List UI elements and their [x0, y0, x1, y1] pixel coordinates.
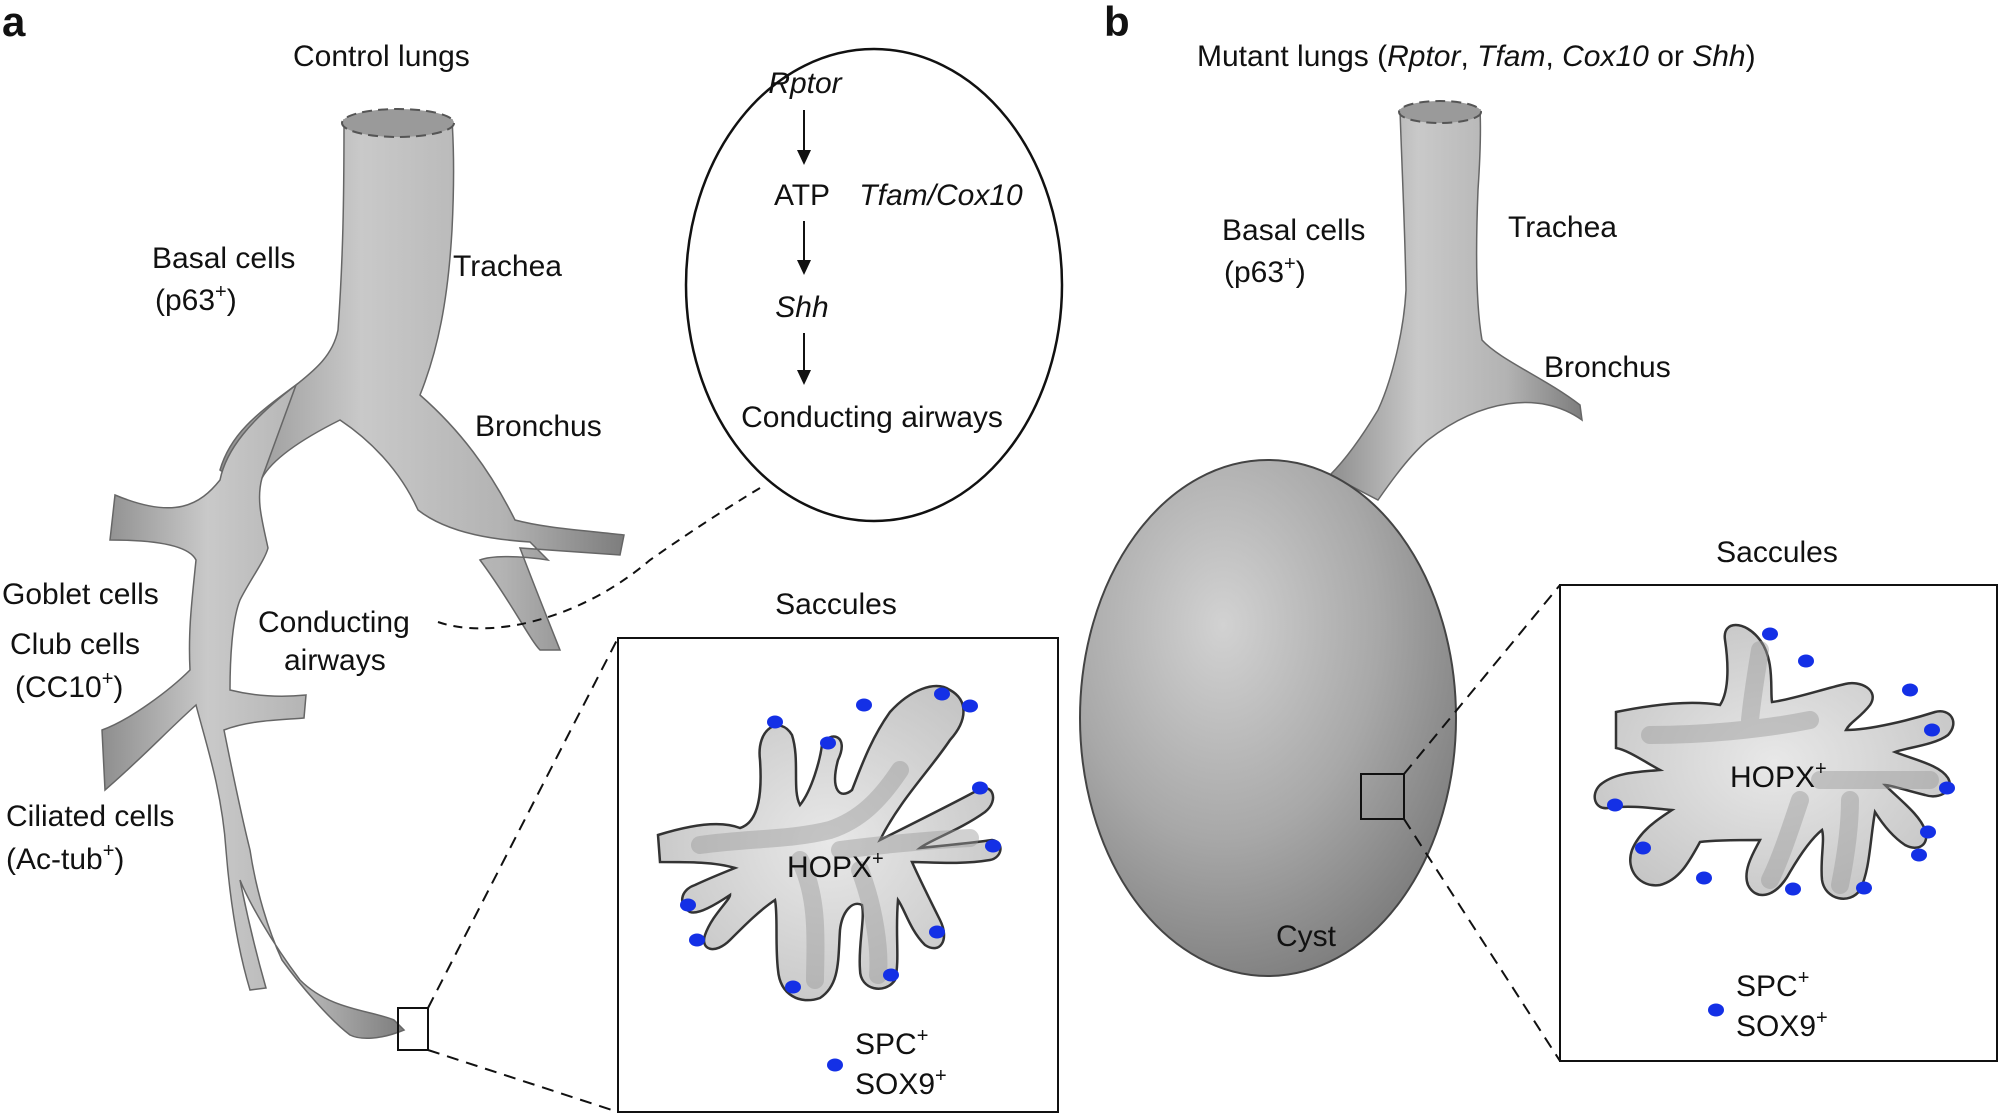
zoom-line-top-b	[1403, 584, 1561, 775]
zoom-line-bottom-a	[427, 1049, 619, 1113]
spc-sox9-cell	[1924, 723, 1940, 737]
bronchus-label: Bronchus	[475, 410, 602, 443]
saccule-shading-b	[1641, 641, 1939, 894]
arrow-1-head	[797, 150, 811, 165]
shh-label: Shh	[775, 291, 828, 324]
panel-a: a Control lungs Basal cells (p63+) Trach…	[2, 0, 1064, 1113]
spc-sox9-cell	[1696, 871, 1712, 885]
arrow-2-head	[797, 260, 811, 275]
saccules-label-a: Saccules	[775, 588, 897, 621]
spc-label-a: SPC+	[855, 1025, 928, 1061]
spc-sox9-cell	[785, 980, 801, 994]
mutant-trachea-label: Trachea	[1508, 211, 1617, 244]
spc-sox9-cell	[1939, 781, 1955, 795]
spc-sox9-cell	[929, 925, 945, 939]
spc-sox9-cell	[962, 699, 978, 713]
lower-airways	[101, 382, 406, 1040]
trachea-opening	[341, 108, 455, 138]
spc-sox9-dots-a	[680, 687, 1001, 994]
pathway-oval: Rptor ATP Tfam/Cox10 Shh Conducting airw…	[684, 47, 1064, 523]
pathway-ellipse	[684, 47, 1064, 523]
spc-label-b: SPC+	[1736, 967, 1809, 1003]
trachea-bronchus	[219, 119, 625, 651]
legend-dot-b	[1708, 1003, 1724, 1017]
club-cells-label: Club cells	[10, 628, 140, 661]
spc-sox9-cell	[1911, 848, 1927, 862]
zoom-box-a	[397, 1007, 429, 1051]
saccule-shape-b	[1593, 623, 1955, 900]
spc-sox9-cell	[767, 715, 783, 729]
zoom-box-b	[1360, 773, 1405, 820]
spc-sox9-cell	[1785, 882, 1801, 896]
conducting-airways-result: Conducting airways	[741, 401, 1003, 434]
panel-b: b Mutant lungs (Rptor, Tfam, Cox10 or Sh…	[1079, 0, 1998, 1062]
actub-label: (Ac-tub+)	[6, 840, 124, 876]
basal-p63-label: (p63+)	[155, 281, 237, 317]
spc-sox9-cell	[1762, 627, 1778, 641]
spc-sox9-cell	[934, 687, 950, 701]
mutant-basal-p63-label: (p63+)	[1224, 253, 1306, 289]
panel-a-letter: a	[2, 0, 26, 45]
mutant-basal-cells-label: Basal cells	[1222, 214, 1365, 247]
panel-a-title: Control lungs	[293, 40, 470, 73]
spc-sox9-dots-b	[1607, 627, 1955, 896]
spc-sox9-cell	[1798, 654, 1814, 668]
saccule-shading-a	[691, 761, 979, 989]
spc-sox9-cell	[1920, 825, 1936, 839]
zoom-line-bottom-b	[1403, 818, 1561, 1062]
spc-sox9-cell	[972, 781, 988, 795]
zoom-line-top-a	[427, 637, 619, 1009]
saccule-shape-a	[656, 684, 1002, 1002]
rptor-label: Rptor	[768, 67, 842, 100]
arrow-3-head	[797, 370, 811, 385]
atp-label: ATP	[774, 179, 830, 212]
sox9-label-b: SOX9+	[1736, 1007, 1828, 1043]
cc10-label: (CC10+)	[15, 668, 123, 704]
cyst-label: Cyst	[1276, 920, 1337, 953]
control-airway-tree	[101, 108, 625, 1040]
saccule-cluster-a	[656, 684, 1002, 1002]
spc-sox9-cell	[1607, 798, 1623, 812]
hopx-label-a: HOPX+	[787, 848, 884, 884]
spc-sox9-cell	[689, 933, 705, 947]
legend-dot-a	[827, 1058, 843, 1072]
hopx-label-b: HOPX+	[1730, 758, 1827, 794]
saccules-label-b: Saccules	[1716, 536, 1838, 569]
panel-b-letter: b	[1104, 0, 1130, 45]
trachea-label: Trachea	[453, 250, 562, 283]
mutant-trachea-opening	[1398, 100, 1482, 124]
spc-sox9-cell	[1856, 881, 1872, 895]
conducting-label-1: Conducting	[258, 606, 410, 639]
ciliated-cells-label: Ciliated cells	[6, 800, 174, 833]
spc-sox9-cell	[1635, 841, 1651, 855]
spc-sox9-cell	[856, 698, 872, 712]
spc-sox9-cell	[1902, 683, 1918, 697]
panel-b-title: Mutant lungs (Rptor, Tfam, Cox10 or Shh)	[1197, 40, 1756, 73]
mutant-trachea-bronchus	[1328, 109, 1583, 501]
oval-connector	[437, 487, 761, 630]
mutant-bronchus-label: Bronchus	[1544, 351, 1671, 384]
cyst	[1079, 459, 1457, 977]
tfam-cox10-label: Tfam/Cox10	[859, 179, 1023, 212]
spc-sox9-cell	[985, 839, 1001, 853]
spc-sox9-cell	[883, 968, 899, 982]
mutant-airway	[1328, 100, 1583, 501]
conducting-label-2: airways	[284, 644, 386, 677]
spc-sox9-cell	[680, 898, 696, 912]
saccule-cluster-b	[1593, 623, 1955, 900]
basal-cells-label: Basal cells	[152, 242, 295, 275]
goblet-cells-label: Goblet cells	[2, 578, 159, 611]
sox9-label-a: SOX9+	[855, 1065, 947, 1101]
spc-sox9-cell	[820, 736, 836, 750]
